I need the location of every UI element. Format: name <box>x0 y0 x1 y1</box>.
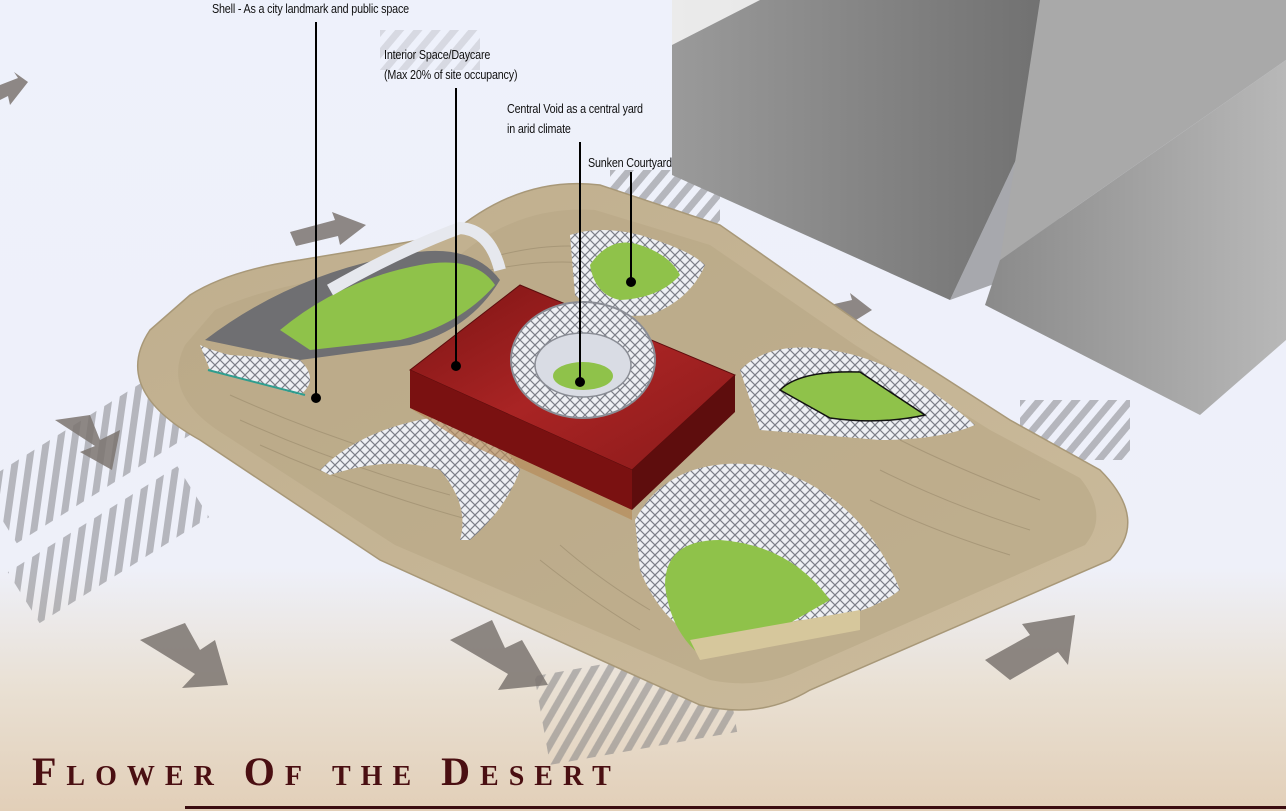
crosswalks <box>0 30 1130 765</box>
courtyard-petal-right <box>740 347 975 440</box>
annotation-interior-line2: (Max 20% of site occupancy) <box>384 68 518 82</box>
courtyard-petal-bottom-right <box>635 463 900 660</box>
flow-arrows <box>0 72 1075 690</box>
courtyard-petal-bottom-left <box>320 418 520 540</box>
annotation-void-line1: Central Void as a central yard <box>507 102 643 116</box>
page-title: Flower Of the Desert <box>32 749 621 794</box>
courtyard-petal-top <box>570 230 705 316</box>
annotation-leaders <box>311 22 636 403</box>
annotation-void-line2: in arid climate <box>507 122 571 136</box>
annotation-interior-line1: Interior Space/Daycare <box>384 48 491 62</box>
annotation-shell: Shell - As a city landmark and public sp… <box>212 2 409 16</box>
central-void <box>510 301 656 419</box>
annotation-courtyard: Sunken Courtyard <box>588 156 672 170</box>
towers <box>672 0 1286 415</box>
title-underline <box>185 806 1286 809</box>
courtyard-petal-left <box>200 221 506 396</box>
